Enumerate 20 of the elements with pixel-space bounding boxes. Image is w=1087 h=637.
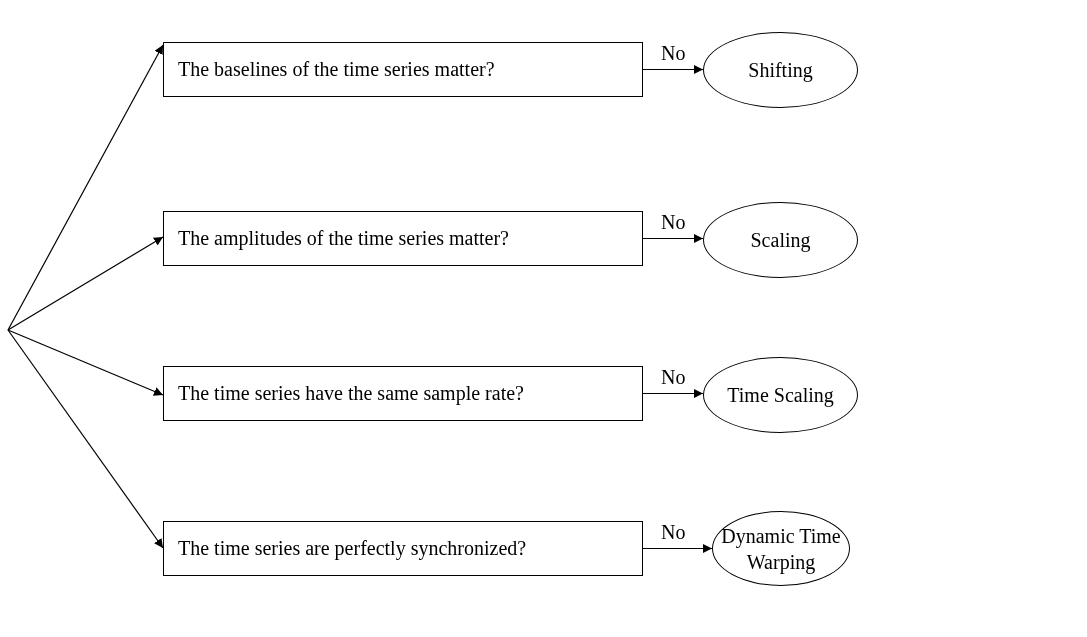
result-label: Time Scaling [727, 383, 834, 408]
result-label: Scaling [750, 228, 811, 253]
question-text: The amplitudes of the time series matter? [178, 227, 509, 250]
question-text: The baselines of the time series matter? [178, 58, 495, 81]
arrow [7, 44, 164, 331]
question-box [163, 211, 643, 266]
result-label: Dynamic Time Warping [721, 523, 841, 575]
question-box [163, 42, 643, 97]
question-text: The time series have the same sample rate? [178, 382, 524, 405]
arrow [642, 544, 713, 553]
arrow [7, 329, 164, 549]
arrow [642, 389, 704, 398]
arrow [642, 234, 704, 243]
arrow [7, 236, 164, 331]
arrow [7, 329, 164, 396]
question-text: The time series are perfectly synchronized? [178, 537, 527, 560]
question-box [163, 366, 643, 421]
result-label: Shifting [748, 58, 813, 83]
arrow [642, 65, 704, 74]
question-box [163, 521, 643, 576]
